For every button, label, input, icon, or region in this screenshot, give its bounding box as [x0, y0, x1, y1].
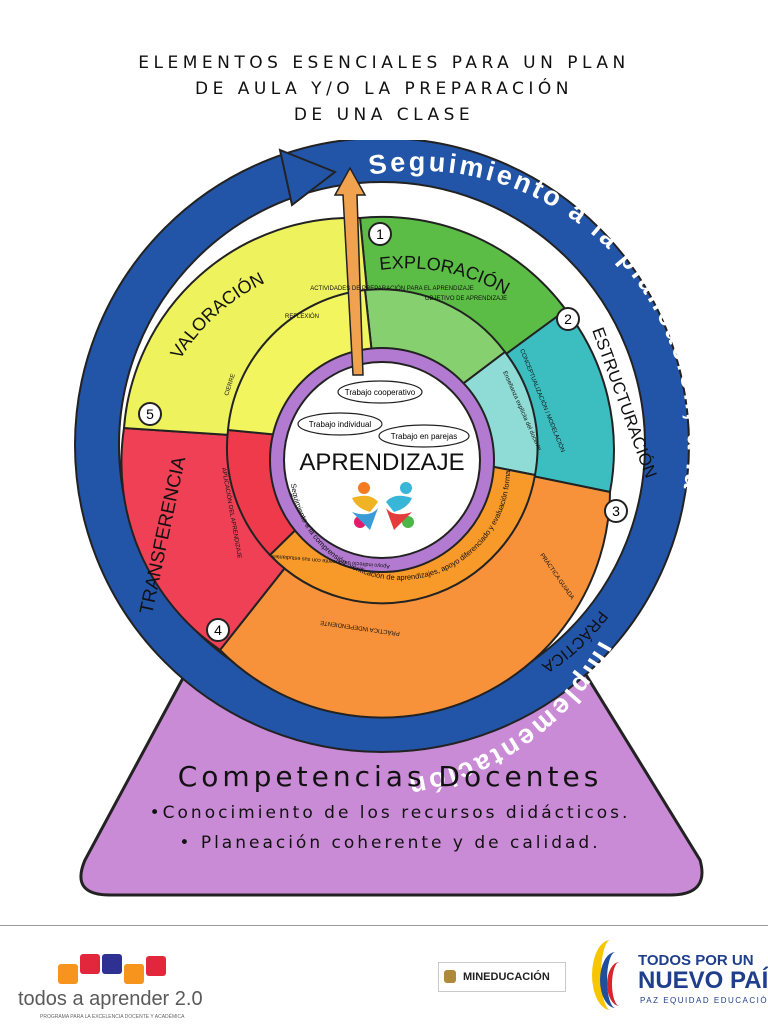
competencies-text: Competencias Docentes •Conocimiento de l… — [90, 760, 690, 853]
people-circle-icon — [352, 482, 414, 530]
number-4: 4 — [214, 622, 222, 638]
pill-cooperativo — [337, 380, 423, 404]
segment-numbers — [138, 222, 628, 642]
footer: todos a aprender 2.0 PROGRAMA PARA LA EX… — [0, 925, 768, 1025]
number-1: 1 — [376, 226, 384, 242]
competency-bullet-1: •Conocimiento de los recursos didácticos… — [149, 803, 631, 823]
right-logo-line2: NUEVO PAÍS — [638, 967, 768, 994]
learning-wheel-diagram: 1 2 3 4 5 EXPLORACIÓN VALORACIÓN PRÁCTIC… — [0, 140, 709, 897]
title-line-3: DE UNA CLASE — [293, 105, 475, 125]
competencies-heading: Competencias Docentes — [177, 760, 603, 793]
sub-exploracion-1: ACTIVIDADES DE PREPARACIÓN PARA EL APREN… — [310, 285, 474, 292]
pill-individual-label: Trabajo individual — [309, 420, 372, 429]
pill-cooperativo-label: Trabajo cooperativo — [345, 388, 416, 397]
title-line-1: ELEMENTOS ESENCIALES PARA UN PLAN — [138, 53, 630, 73]
title-line-2: DE AULA Y/O LA PREPARACIÓN — [194, 79, 574, 99]
center-circle — [283, 361, 481, 559]
competency-bullet-2: • Planeación coherente y de calidad. — [179, 833, 601, 853]
crest-icon — [444, 970, 456, 983]
sub-valoracion-1: REFLEXIÓN — [285, 313, 319, 320]
number-3: 3 — [612, 503, 620, 519]
pill-parejas — [378, 424, 470, 448]
pill-individual — [297, 412, 383, 436]
left-logo-text: todos a aprender 2.0 — [18, 988, 203, 1010]
competencies-base — [79, 663, 704, 897]
sub-exploracion-2: OBJETIVO DE APRENDIZAJE — [425, 296, 507, 302]
mineducacion-logo: MINEDUCACIÓN — [438, 962, 566, 992]
number-2: 2 — [564, 311, 572, 327]
flag-swoosh-blue-icon — [600, 952, 631, 1008]
center-title: APRENDIZAJE — [299, 449, 464, 476]
mid-logo-text: MINEDUCACIÓN — [463, 971, 550, 983]
up-arrow-icon — [333, 166, 367, 376]
outer-ring — [75, 140, 689, 752]
flag-swoosh-red-icon — [607, 962, 632, 1006]
page-title: ELEMENTOS ESENCIALES PARA UN PLAN DE AUL… — [0, 50, 768, 128]
flag-swoosh-icon — [592, 940, 629, 1010]
left-logo-sub: PROGRAMA PARA LA EXCELENCIA DOCENTE Y AC… — [40, 1014, 185, 1020]
ring-arrow-icon — [278, 148, 338, 207]
nuevo-pais-logo: TODOS POR UN NUEVO PAÍS PAZ EQUIDAD EDUC… — [590, 934, 768, 1019]
right-logo-line1: TODOS POR UN — [638, 952, 754, 969]
pill-parejas-label: Trabajo en parejas — [391, 432, 457, 441]
number-5: 5 — [146, 406, 154, 422]
right-logo-line3: PAZ EQUIDAD EDUCACIÓN — [640, 996, 768, 1005]
todos-a-aprender-logo: todos a aprender 2.0 PROGRAMA PARA LA EX… — [18, 944, 218, 1024]
